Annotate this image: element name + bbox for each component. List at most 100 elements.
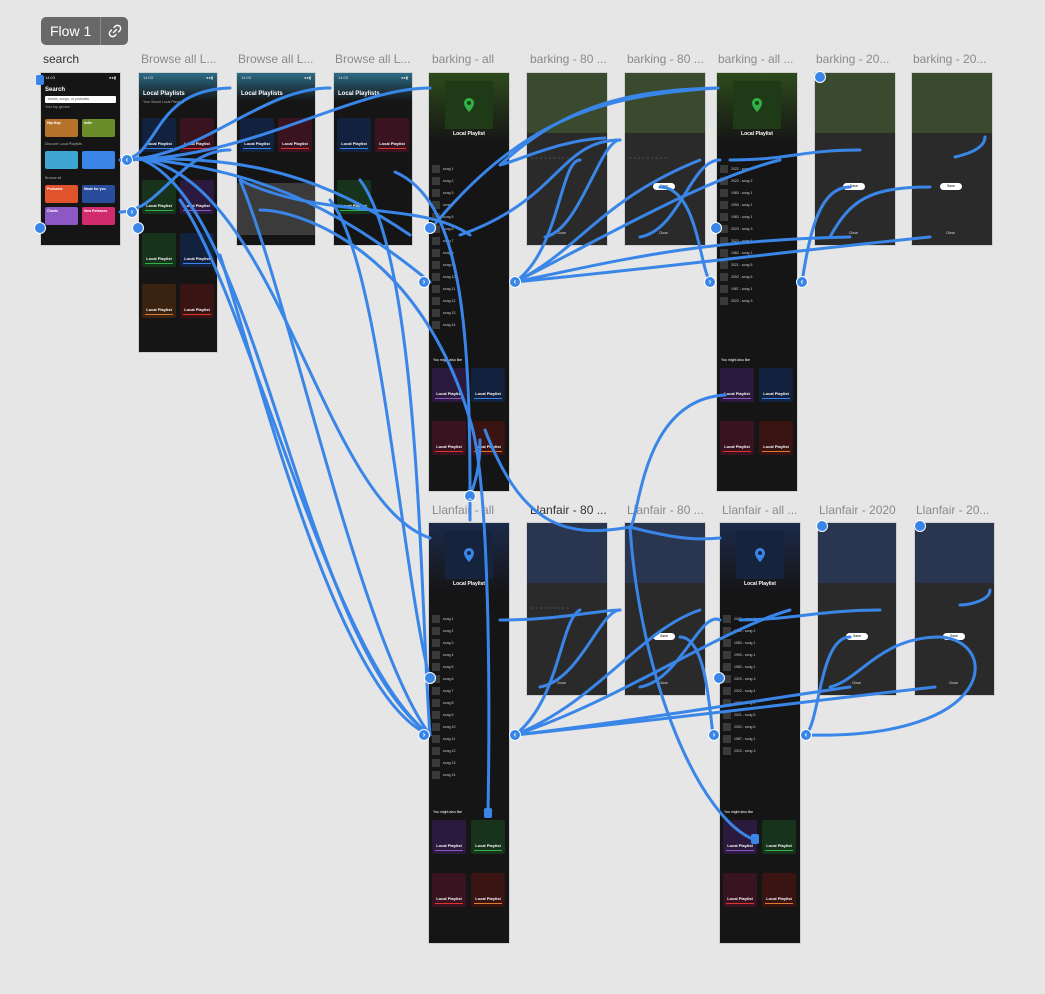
forward-arrow-icon[interactable]: › [708, 729, 720, 741]
song-row[interactable]: song 6 [432, 673, 506, 684]
frame-barking-20a[interactable]: Save Close [815, 73, 895, 245]
flow-start-pin-icon[interactable] [132, 222, 144, 234]
song-row[interactable]: song 5 [432, 661, 506, 672]
forward-arrow-icon[interactable]: › [418, 276, 430, 288]
playlist-tile[interactable]: Local Playlist [180, 118, 214, 152]
playlist-tile[interactable]: Local Playlist [432, 820, 466, 854]
song-row[interactable]: song 6 [432, 223, 506, 234]
song-row[interactable]: 2022 - song 4 [720, 235, 794, 246]
song-row[interactable]: song 3 [432, 187, 506, 198]
song-row[interactable]: song 12 [432, 745, 506, 756]
frame-label-llanfair-all[interactable]: Llanfair - all [432, 503, 495, 517]
frame-barking-80a[interactable]: ○○○○○○○○○ Close [527, 73, 607, 245]
close-button[interactable]: Close [949, 681, 958, 685]
discover-card[interactable] [45, 151, 78, 169]
frame-label-llanfair-all-2[interactable]: Llanfair - all ... [722, 503, 798, 517]
save-button[interactable]: Save [653, 183, 675, 190]
back-arrow-icon[interactable]: ‹ [796, 276, 808, 288]
song-row[interactable]: song 8 [432, 247, 506, 258]
playlist-tile[interactable]: Local Playlist [471, 368, 505, 402]
close-button[interactable]: Close [852, 681, 861, 685]
song-row[interactable]: song 13 [432, 307, 506, 318]
song-row[interactable]: 1982 - song 1 [723, 661, 797, 672]
frame-browse-3[interactable]: 14:03●●▮ Local Playlists Local Playlist … [334, 73, 412, 245]
song-row[interactable]: song 9 [432, 259, 506, 270]
song-row[interactable]: 1983 - song 1 [720, 187, 794, 198]
song-row[interactable]: song 7 [432, 235, 506, 246]
flow-start-pin-icon[interactable] [424, 672, 436, 684]
connection-endpoint[interactable] [484, 808, 492, 818]
frame-label-barking-20a[interactable]: barking - 20... [816, 52, 890, 66]
flow-label[interactable]: Flow 1 [41, 17, 102, 45]
frame-label-search[interactable]: search [43, 52, 80, 66]
flow-start-pin-icon[interactable] [713, 672, 725, 684]
song-row[interactable]: song 7 [432, 685, 506, 696]
frame-label-barking-20b[interactable]: barking - 20... [913, 52, 987, 66]
close-button[interactable]: Close [659, 231, 668, 235]
song-row[interactable]: 2020 - song 3 [720, 223, 794, 234]
save-button[interactable]: Save [943, 633, 965, 640]
song-row[interactable]: 1982 - song 1 [723, 697, 797, 708]
collapse-arrow-icon[interactable]: ‸ [464, 490, 476, 502]
song-row[interactable]: song 12 [432, 295, 506, 306]
playlist-tile[interactable]: Local Playlist [432, 873, 466, 907]
playlist-tile[interactable]: Local Playlist [142, 233, 176, 267]
flow-start-pin-icon[interactable] [710, 222, 722, 234]
song-row[interactable]: song 14 [432, 769, 506, 780]
frame-label-llanfair-2020[interactable]: Llanfair - 2020 [819, 503, 896, 517]
frame-llanfair-80b[interactable]: Save Close [625, 523, 705, 695]
frame-label-browse-1[interactable]: Browse all L... [141, 52, 217, 66]
playlist-tile[interactable]: Local Playlist [142, 284, 176, 318]
back-arrow-icon[interactable]: ‹ [509, 729, 521, 741]
song-row[interactable]: 1987 - song 1 [723, 733, 797, 744]
playlist-tile[interactable]: Local Playlist [180, 180, 214, 214]
song-row[interactable]: 2002 - song 6 [720, 271, 794, 282]
song-row[interactable]: 2022 - song 2 [720, 175, 794, 186]
song-row[interactable]: 2022 - song 4 [723, 685, 797, 696]
frame-label-llanfair-80a[interactable]: Llanfair - 80 ... [530, 503, 607, 517]
link-icon[interactable] [101, 17, 128, 45]
playlist-tile[interactable]: Local Playlist [337, 118, 371, 152]
frame-label-llanfair-20b[interactable]: Llanfair - 20... [916, 503, 990, 517]
song-row[interactable]: 2020 - song 3 [723, 673, 797, 684]
frame-label-browse-3[interactable]: Browse all L... [335, 52, 411, 66]
flow-start-pin-icon[interactable] [424, 222, 436, 234]
song-row[interactable]: 2022 - song 3 [723, 745, 797, 756]
playlist-tile[interactable]: Local Playlist [762, 820, 796, 854]
flow-tag[interactable]: Flow 1 [41, 17, 129, 45]
forward-arrow-icon[interactable]: › [126, 206, 138, 218]
song-row[interactable]: song 11 [432, 733, 506, 744]
song-row[interactable]: song 9 [432, 709, 506, 720]
frame-browse-1[interactable]: 14:03●●▮ Local Playlists Your Saved Loca… [139, 73, 217, 352]
keyboard[interactable] [237, 183, 315, 235]
genre-card-hiphop[interactable]: Hip-Hop [45, 119, 78, 137]
playlist-tile[interactable]: Local Playlist [142, 180, 176, 214]
playlist-tile[interactable]: Local Playlist [720, 368, 754, 402]
genre-card-podcasts[interactable]: Podcasts [45, 185, 78, 203]
playlist-tile[interactable]: Local Playlist [240, 118, 274, 152]
playlist-tile[interactable]: Local Playlist [759, 368, 793, 402]
song-row[interactable]: song 11 [432, 283, 506, 294]
frame-llanfair-2020[interactable]: Save Close [818, 523, 896, 695]
close-button[interactable]: Close [557, 681, 566, 685]
frame-label-barking-80a[interactable]: barking - 80 ... [530, 52, 607, 66]
frame-label-barking-all-2[interactable]: barking - all ... [718, 52, 794, 66]
song-row[interactable]: song 2 [432, 625, 506, 636]
back-arrow-icon[interactable]: ‹ [121, 154, 133, 166]
year-filter-dots[interactable]: ○○○○○○○○○ [531, 155, 571, 160]
save-button[interactable]: Save [843, 183, 865, 190]
playlist-tile[interactable]: Local Playlist [337, 180, 371, 214]
song-row[interactable]: song 1 [432, 163, 506, 174]
song-row[interactable]: song 1 [432, 613, 506, 624]
song-row[interactable]: 1990 - song 1 [723, 649, 797, 660]
genre-card-new-releases[interactable]: New Releases [82, 207, 115, 225]
forward-arrow-icon[interactable]: › [704, 276, 716, 288]
song-row[interactable]: 1983 - song 1 [723, 637, 797, 648]
frame-label-browse-2[interactable]: Browse all L... [238, 52, 314, 66]
save-button[interactable]: Save [846, 633, 868, 640]
playlist-tile[interactable]: Local Playlist [723, 873, 757, 907]
genre-card-made-for-you[interactable]: Made for you [82, 185, 115, 203]
